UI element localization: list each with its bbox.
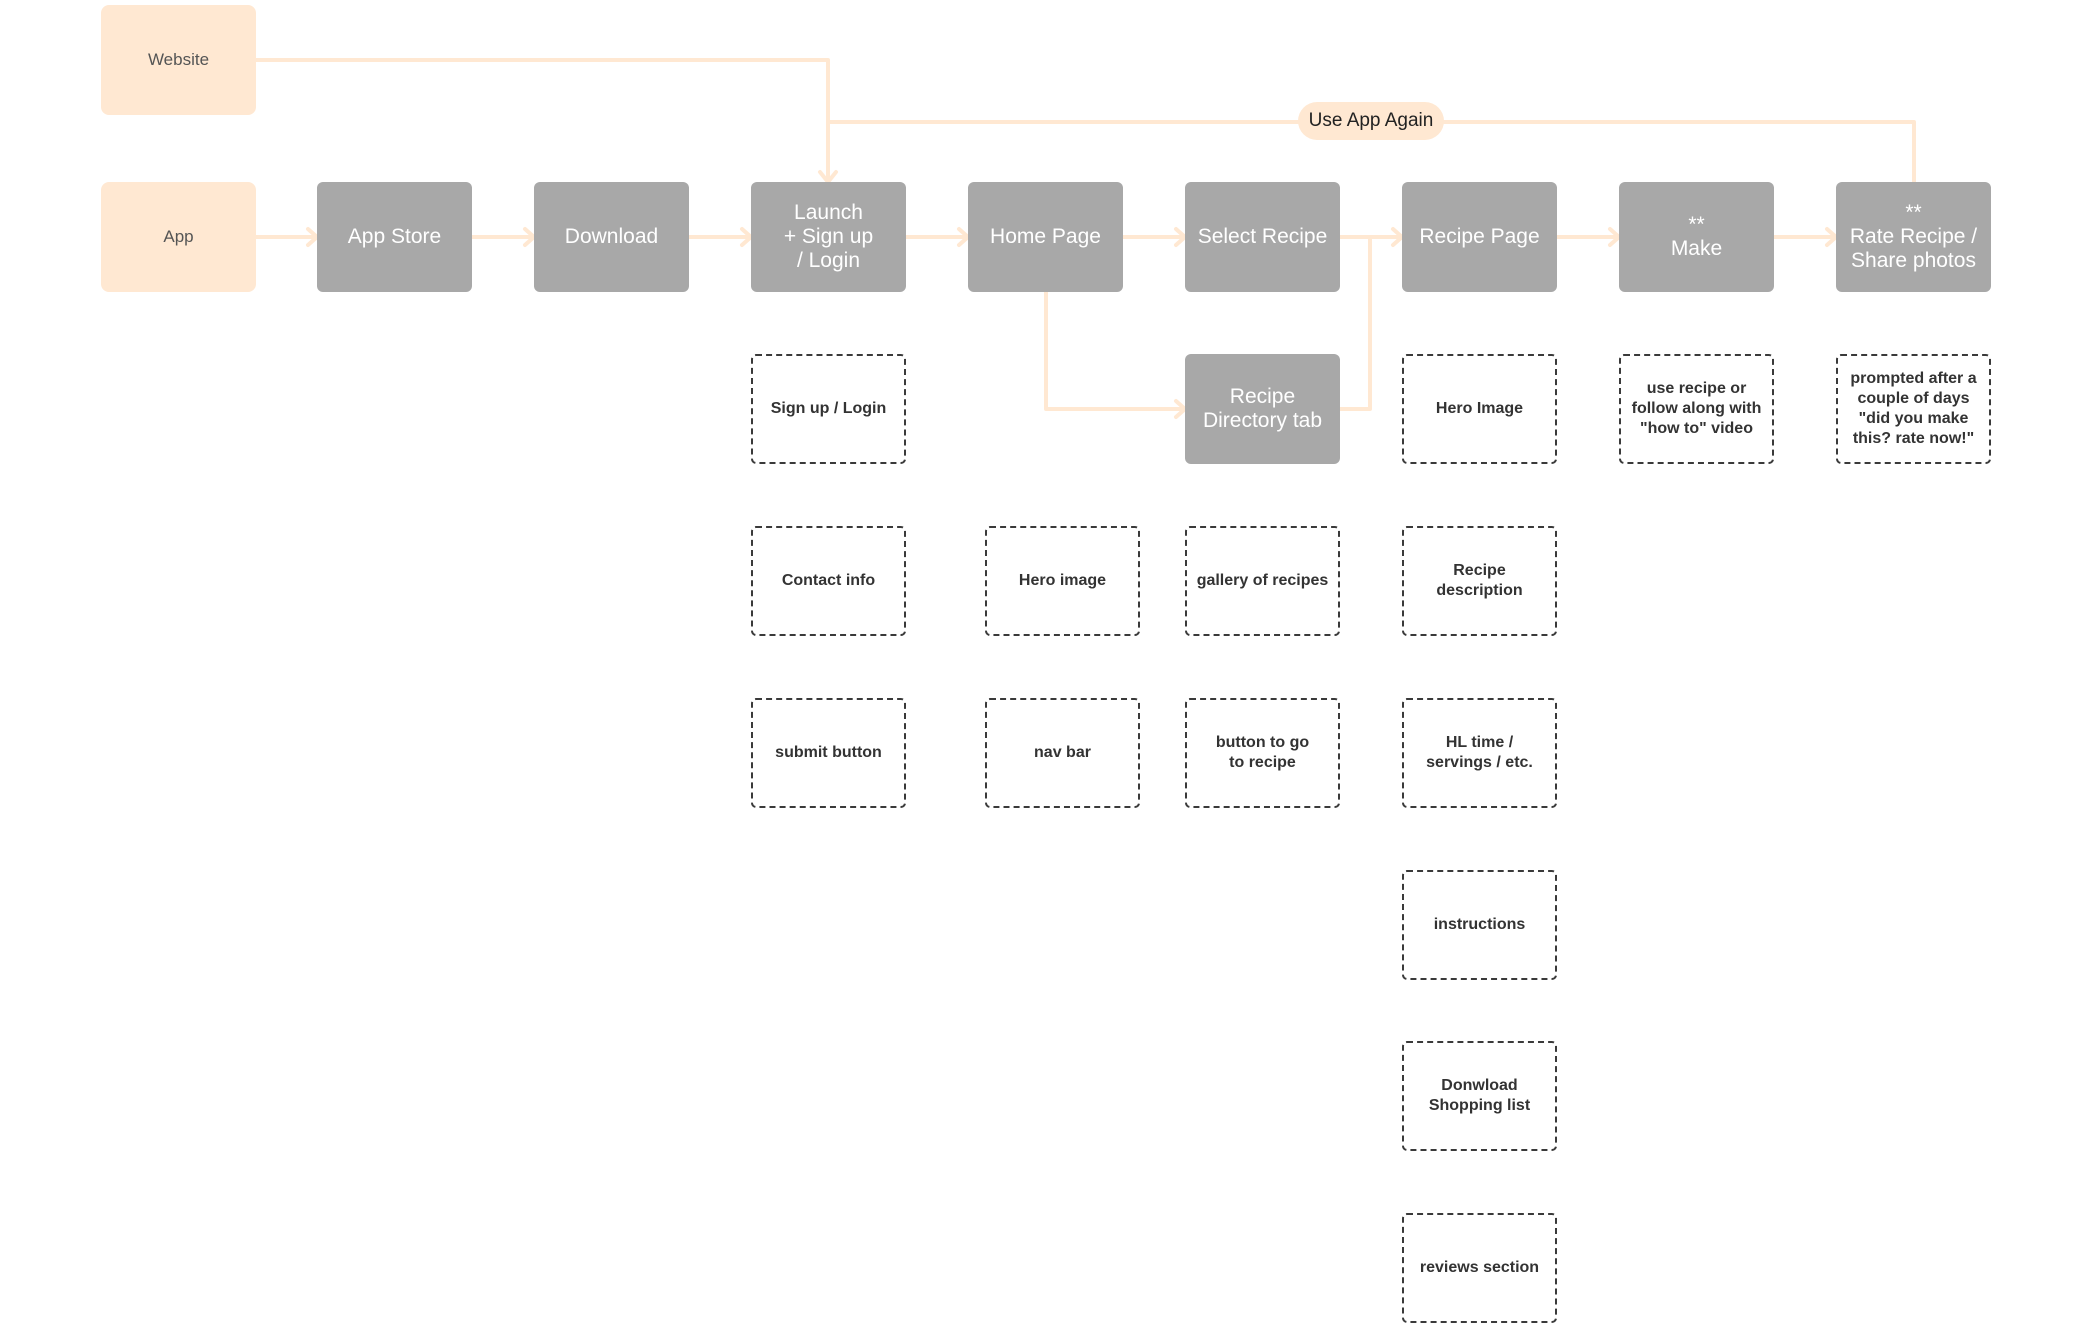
home-to-directory-line (1044, 292, 1185, 411)
website-to-launch-line (256, 58, 830, 182)
detail-home-hero-image: Hero image (985, 526, 1140, 636)
rate-recipe-step: ** Rate Recipe / Share photos (1836, 182, 1991, 292)
app-store-step: App Store (317, 182, 472, 292)
detail-gallery-of-recipes: gallery of recipes (1185, 526, 1340, 636)
detail-contact-info: Contact info (751, 526, 906, 636)
select-recipe-step: Select Recipe (1185, 182, 1340, 292)
directory-to-recipe-line (1340, 237, 1372, 411)
detail-button-to-recipe: button to go to recipe (1185, 698, 1340, 808)
launch-step: Launch + Sign up / Login (751, 182, 906, 292)
recipe-directory-step: Recipe Directory tab (1185, 354, 1340, 464)
website-entry-node: Website (101, 5, 256, 115)
detail-sign-up-login: Sign up / Login (751, 354, 906, 464)
recipe-page-step: Recipe Page (1402, 182, 1557, 292)
home-page-step: Home Page (968, 182, 1123, 292)
detail-recipe-hero-image: Hero Image (1402, 354, 1557, 464)
detail-recipe-description: Recipe description (1402, 526, 1557, 636)
use-app-again-line (828, 120, 1916, 182)
make-step: ** Make (1619, 182, 1774, 292)
download-step: Download (534, 182, 689, 292)
detail-reviews-section: reviews section (1402, 1213, 1557, 1323)
detail-hl-time-servings: HL time / servings / etc. (1402, 698, 1557, 808)
app-entry-node: App (101, 182, 256, 292)
detail-rate-prompt: prompted after a couple of days "did you… (1836, 354, 1991, 464)
detail-instructions: instructions (1402, 870, 1557, 980)
detail-download-shopping-list: Donwload Shopping list (1402, 1041, 1557, 1151)
detail-submit-button: submit button (751, 698, 906, 808)
detail-make-how-to: use recipe or follow along with "how to"… (1619, 354, 1774, 464)
use-app-again-label: Use App Again (1298, 102, 1444, 140)
detail-nav-bar: nav bar (985, 698, 1140, 808)
